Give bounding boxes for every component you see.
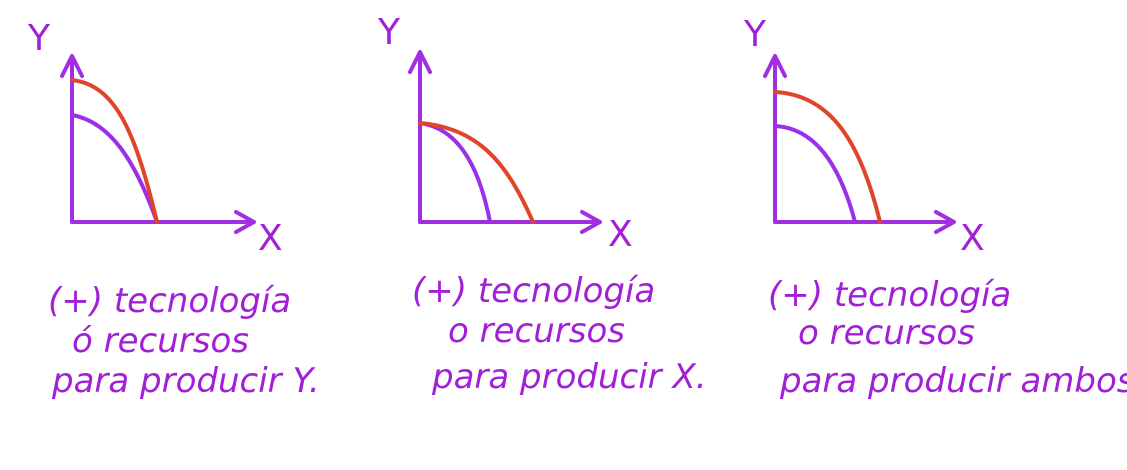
panel-3-caption-line-3: para producir ambos.	[779, 361, 1127, 401]
panel-1-x-axis	[70, 210, 256, 234]
panel-1-x-axis-label: X	[258, 218, 283, 259]
panel-1-caption-line-2: ó recursos	[72, 321, 249, 361]
panel-2-original-curve	[418, 121, 492, 224]
panel-3-shifted-curve	[773, 90, 882, 224]
panel-1-y-axis-label: Y	[27, 18, 51, 59]
panel-2-caption-line-1: (+) tecnología	[412, 271, 655, 311]
panel-3-caption-line-1: (+) tecnología	[768, 275, 1011, 315]
panel-2-x-axis	[418, 210, 602, 234]
panel-2-y-axis	[408, 50, 432, 224]
panel-1: Y X (+) tecnología ó recursos para produ…	[27, 18, 320, 401]
panel-2-shifted-curve	[418, 121, 535, 224]
panel-3-x-axis	[773, 210, 956, 234]
panel-1-caption-line-3: para producir Y.	[51, 361, 320, 401]
panel-1-caption-line-1: (+) tecnología	[48, 281, 291, 321]
panel-2-caption-line-3: para producir X.	[431, 357, 707, 397]
panel-1-y-axis	[60, 54, 84, 224]
panel-3-caption-line-2: o recursos	[798, 313, 975, 353]
panel-2-caption-line-2: o recursos	[448, 311, 625, 351]
panel-3: Y X (+) tecnología o recursos para produ…	[743, 14, 1127, 401]
panel-2-x-axis-label: X	[608, 214, 633, 255]
panel-1-shifted-curve	[70, 78, 159, 224]
panel-2-y-axis-label: Y	[377, 12, 401, 53]
panel-3-y-axis	[763, 54, 787, 224]
panel-3-x-axis-label: X	[960, 218, 985, 259]
panel-3-y-axis-label: Y	[743, 14, 767, 55]
panel-3-original-curve	[773, 124, 857, 224]
panel-1-original-curve	[70, 113, 159, 224]
panel-2: Y X (+) tecnología o recursos para produ…	[377, 12, 707, 397]
